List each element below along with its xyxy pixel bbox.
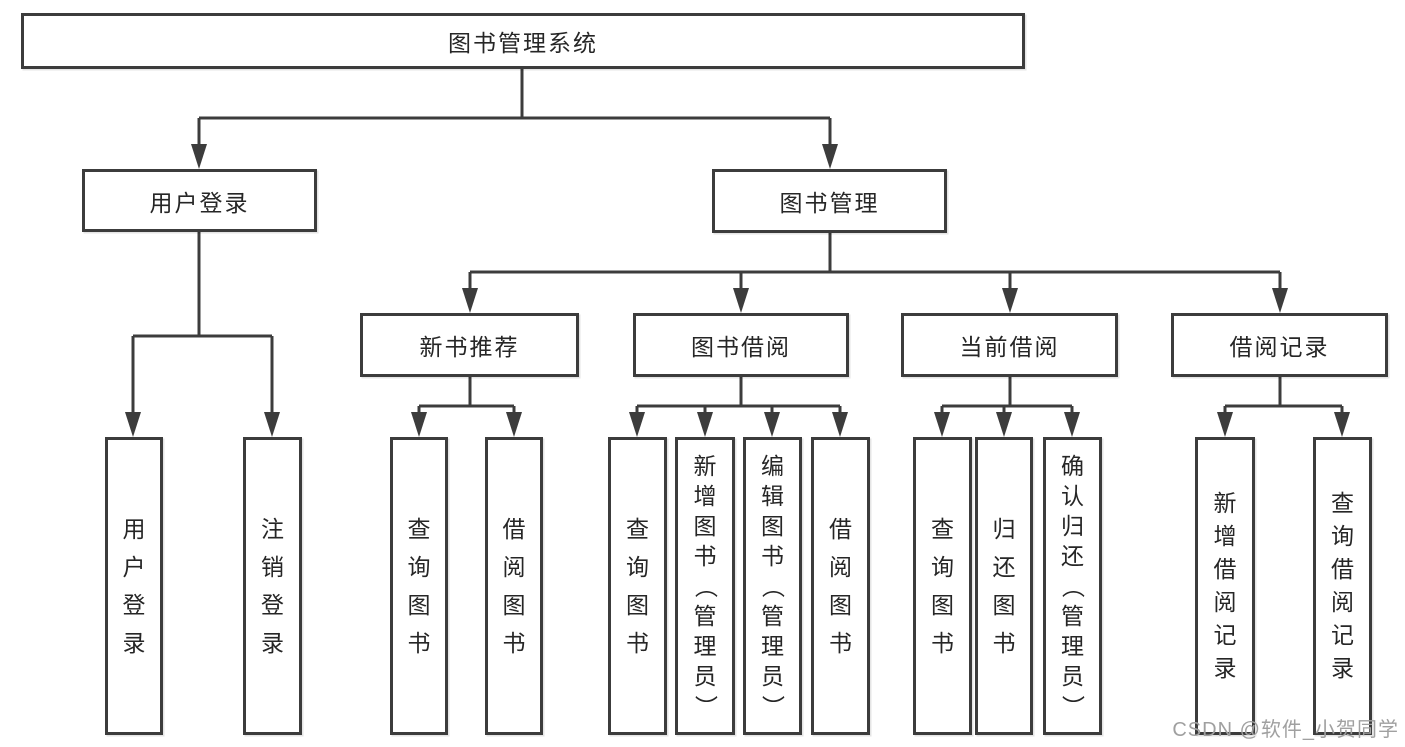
- node-label: 借阅记录: [1229, 334, 1330, 360]
- leaf-borrow-books-2: 借阅图书: [811, 437, 870, 735]
- leaf-confirm-return-admin: 确认归还（管理员）: [1043, 437, 1102, 735]
- node-user-login: 用户登录: [82, 169, 317, 232]
- node-label: 新书推荐: [419, 334, 520, 360]
- node-new-book-recommendation: 新书推荐: [360, 313, 579, 377]
- leaf-logout: 注销登录: [243, 437, 302, 735]
- leaf-user-login: 用户登录: [105, 437, 163, 735]
- node-label: 图书管理: [779, 190, 880, 216]
- node-borrowing-records: 借阅记录: [1171, 313, 1388, 377]
- leaf-return-book: 归还图书: [975, 437, 1033, 735]
- leaf-query-books-2: 查询图书: [608, 437, 667, 735]
- leaf-borrow-books-1: 借阅图书: [485, 437, 543, 735]
- node-book-management: 图书管理: [712, 169, 947, 233]
- leaf-query-books-1: 查询图书: [390, 437, 448, 735]
- node-current-borrowing: 当前借阅: [901, 313, 1118, 377]
- node-label: 图书管理系统: [448, 30, 598, 56]
- leaf-query-books-3: 查询图书: [913, 437, 972, 735]
- node-label: 当前借阅: [959, 334, 1060, 360]
- leaf-add-book-admin: 新增图书（管理员）: [675, 437, 735, 735]
- watermark: CSDN @软件_小贺同学: [1172, 719, 1399, 741]
- leaf-add-borrow-record: 新增借阅记录: [1195, 437, 1255, 735]
- node-label: 图书借阅: [691, 334, 791, 360]
- leaf-query-borrow-record: 查询借阅记录: [1313, 437, 1372, 735]
- leaf-edit-book-admin: 编辑图书（管理员）: [743, 437, 802, 735]
- node-label: 用户登录: [149, 189, 250, 216]
- arrowheads: [125, 144, 1350, 437]
- node-book-borrowing: 图书借阅: [633, 313, 849, 377]
- node-library-management-system: 图书管理系统: [21, 13, 1025, 69]
